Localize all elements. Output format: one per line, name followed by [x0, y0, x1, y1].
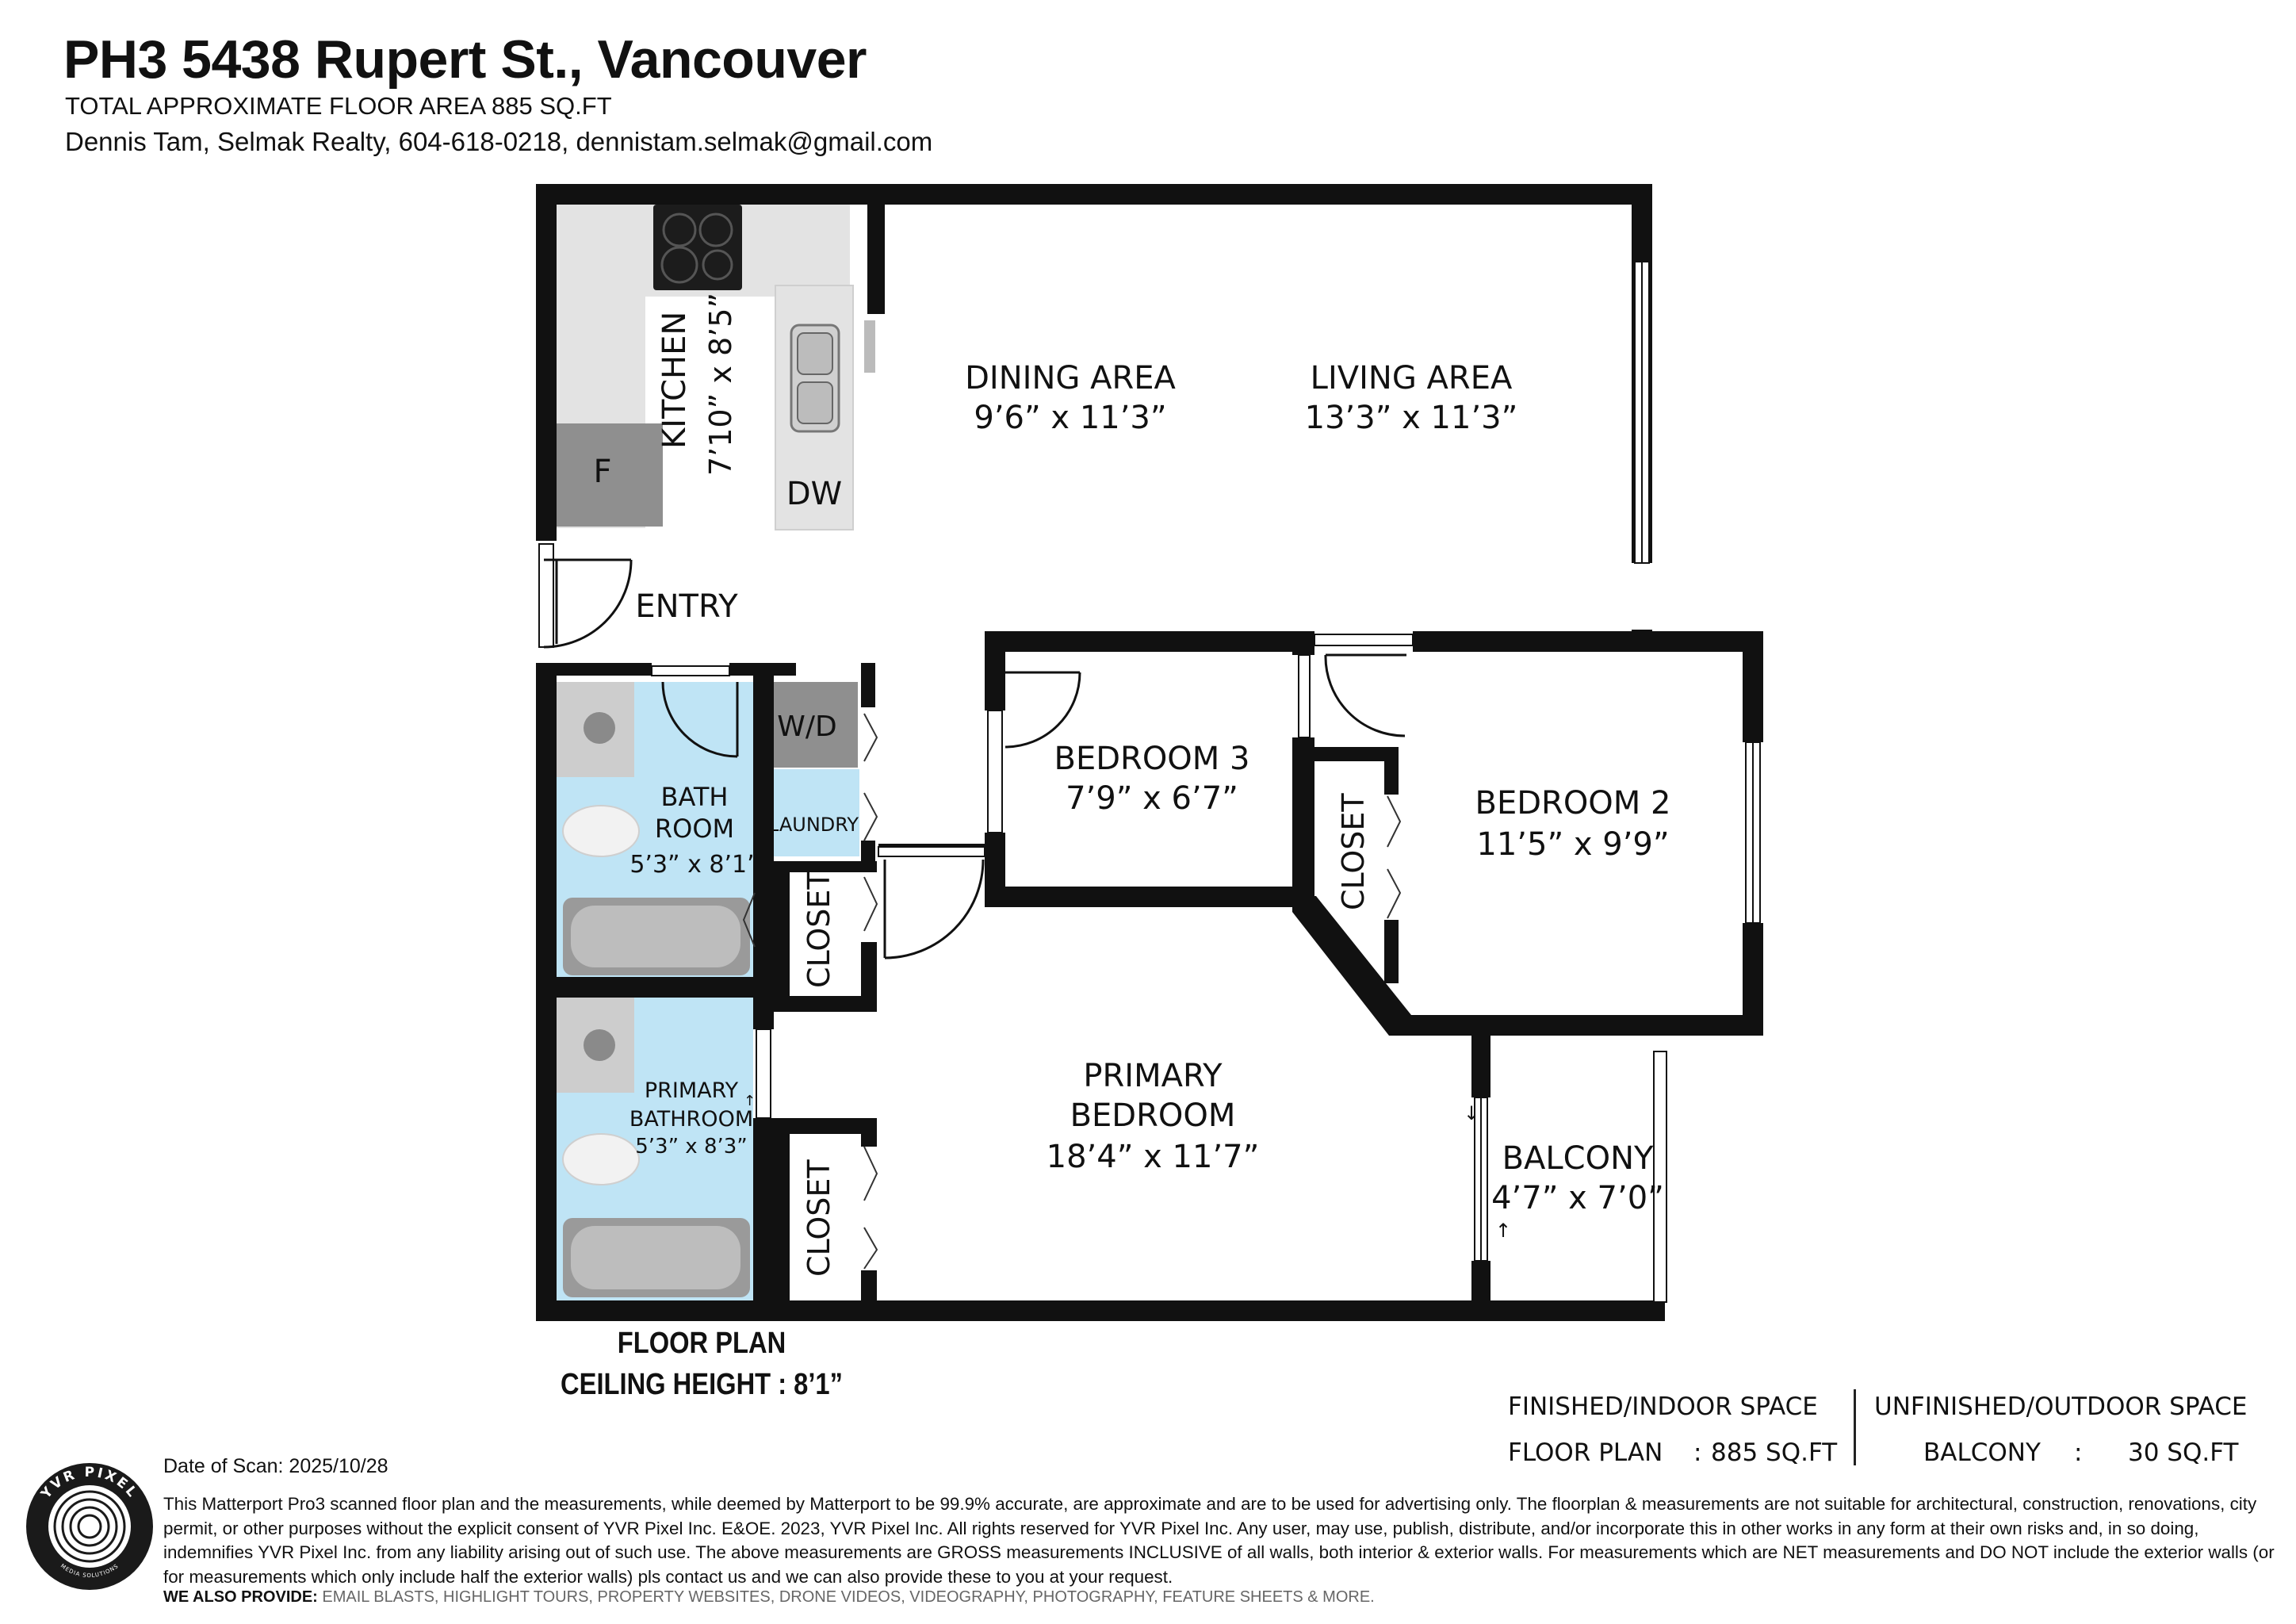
bathroom-name-2: ROOM	[655, 814, 734, 844]
window-arrow: ↑	[744, 1093, 756, 1109]
primary-bathroom-dims: 5’3” x 8’3”	[635, 1135, 748, 1159]
balcony-name: BALCONY	[1502, 1140, 1654, 1177]
laundry-label: LAUNDRY	[768, 814, 859, 836]
bedroom3-name: BEDROOM 3	[1054, 741, 1250, 777]
also-provide-services: EMAIL BLASTS, HIGHLIGHT TOURS, PROPERTY …	[322, 1588, 1375, 1606]
dining-name: DINING AREA	[965, 360, 1176, 396]
bedroom3-dims: 7’9” x 6’7”	[1066, 780, 1238, 817]
windows	[756, 261, 1761, 1303]
sliding-arrow-up: ↑	[1495, 1220, 1511, 1242]
closet-label-1: CLOSET	[802, 871, 836, 988]
unfinished-heading: UNFINISHED/OUTDOOR SPACE	[1874, 1392, 2247, 1421]
disclaimer-text: This Matterport Pro3 scanned floor plan …	[163, 1494, 2275, 1587]
living-name: LIVING AREA	[1311, 360, 1513, 396]
closet-label-3: CLOSET	[1336, 793, 1371, 910]
scan-date: Date of Scan: 2025/10/28	[163, 1455, 388, 1477]
balcony-dims: 4’7” x 7’0”	[1491, 1180, 1664, 1216]
unfinished-label: BALCONY	[1923, 1438, 2041, 1467]
entry-label: ENTRY	[635, 588, 738, 625]
bathroom-name-1: BATH	[661, 782, 729, 812]
finished-sep: :	[1693, 1438, 1701, 1467]
primary-bedroom-name-2: BEDROOM	[1070, 1097, 1236, 1134]
kitchen-counters	[557, 203, 875, 530]
yvr-pixel-logo: YVR PIXEL MEDIA SOLUTIONS	[26, 1463, 153, 1590]
also-provide-label: WE ALSO PROVIDE:	[163, 1588, 318, 1606]
kitchen-dims: 7’10” x 8’5”	[703, 293, 738, 476]
laundry-floor	[774, 769, 859, 856]
finished-label: FLOOR PLAN	[1508, 1438, 1663, 1467]
dishwasher-label: DW	[786, 476, 842, 512]
washer-dryer	[774, 682, 858, 768]
living-dims: 13’3” x 11’3”	[1305, 400, 1518, 436]
bedroom2-dims: 11’5” x 9’9”	[1476, 826, 1669, 863]
floor-plan-caption: FLOOR PLAN CEILING HEIGHT : 8’1”	[480, 1323, 924, 1405]
listing-title: PH3 5438 Rupert St., Vancouver	[63, 29, 867, 90]
primary-bathroom-name-2: BATHROOM	[629, 1107, 753, 1132]
stove-cooktop	[653, 205, 742, 290]
washer-dryer-label: W/D	[777, 710, 836, 743]
closet-label-2: CLOSET	[802, 1159, 836, 1277]
unfinished-value: 30 SQ.FT	[2128, 1438, 2240, 1467]
finished-value: 885 SQ.FT	[1711, 1438, 1838, 1467]
fridge-label: F	[593, 454, 611, 490]
bathroom-fixtures	[557, 682, 750, 1297]
bedroom2-name: BEDROOM 2	[1475, 785, 1671, 822]
also-provide-line: WE ALSO PROVIDE: EMAIL BLASTS, HIGHLIGHT…	[163, 1588, 1375, 1607]
finished-heading: FINISHED/INDOOR SPACE	[1508, 1392, 1818, 1421]
ceiling-height: CEILING HEIGHT : 8’1”	[561, 1368, 843, 1401]
unfinished-sep: :	[2074, 1438, 2082, 1467]
dining-dims: 9’6” x 11’3”	[974, 400, 1166, 436]
summary-divider	[1854, 1389, 1856, 1465]
primary-bedroom-dims: 18’4” x 11’7”	[1047, 1139, 1260, 1175]
floor-plan-title: FLOOR PLAN	[617, 1327, 786, 1360]
sliding-arrow-down: ↓	[1464, 1102, 1479, 1124]
primary-bedroom-name-1: PRIMARY	[1083, 1058, 1223, 1094]
kitchen-name: KITCHEN	[656, 312, 693, 449]
fridge	[557, 423, 663, 527]
agent-contact-text: Dennis Tam, Selmak Realty, 604-618-0218,…	[65, 127, 933, 156]
door-swings	[538, 543, 1406, 959]
total-area-text: TOTAL APPROXIMATE FLOOR AREA 885 SQ.FT	[65, 92, 612, 120]
bifold-doors	[742, 713, 1402, 1270]
primary-bathroom-name-1: PRIMARY	[645, 1078, 739, 1103]
bathroom-dims: 5’3” x 8’1”	[629, 851, 759, 879]
